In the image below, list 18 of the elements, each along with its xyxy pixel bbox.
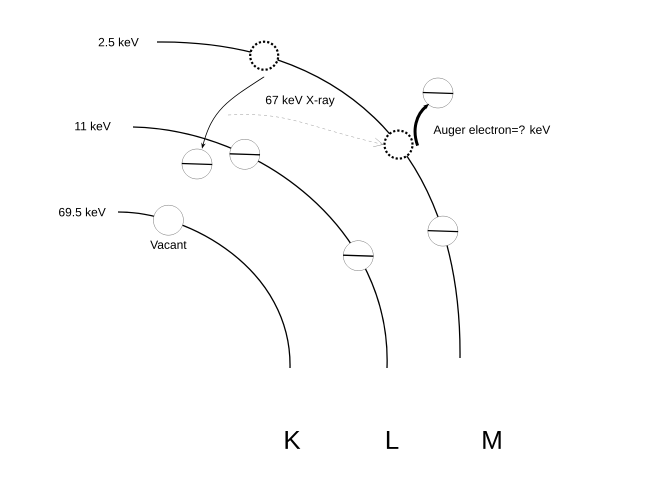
vacancy-circle bbox=[383, 130, 414, 160]
beside-text: Auger electron=? keV bbox=[433, 125, 550, 136]
energy-label: 11 keV bbox=[75, 122, 111, 130]
electron-circle bbox=[182, 148, 212, 180]
electron-circle bbox=[428, 216, 458, 246]
arrow bbox=[228, 114, 384, 148]
electron-circle bbox=[343, 240, 374, 271]
beside-text: Vacant bbox=[150, 240, 187, 249]
electron-circle bbox=[230, 139, 260, 170]
energy-label: 69.5 keV bbox=[59, 208, 106, 216]
energy-label: 2.5 keV bbox=[98, 38, 139, 46]
vacant-circle bbox=[153, 205, 184, 236]
edge-label: 67 keV X-ray bbox=[264, 94, 336, 108]
shell-letter: L bbox=[386, 431, 398, 449]
shell-letter: K bbox=[285, 431, 300, 449]
shell-letter: M bbox=[483, 431, 501, 449]
electron-circle bbox=[422, 78, 454, 108]
vacancy-circle bbox=[249, 40, 280, 71]
